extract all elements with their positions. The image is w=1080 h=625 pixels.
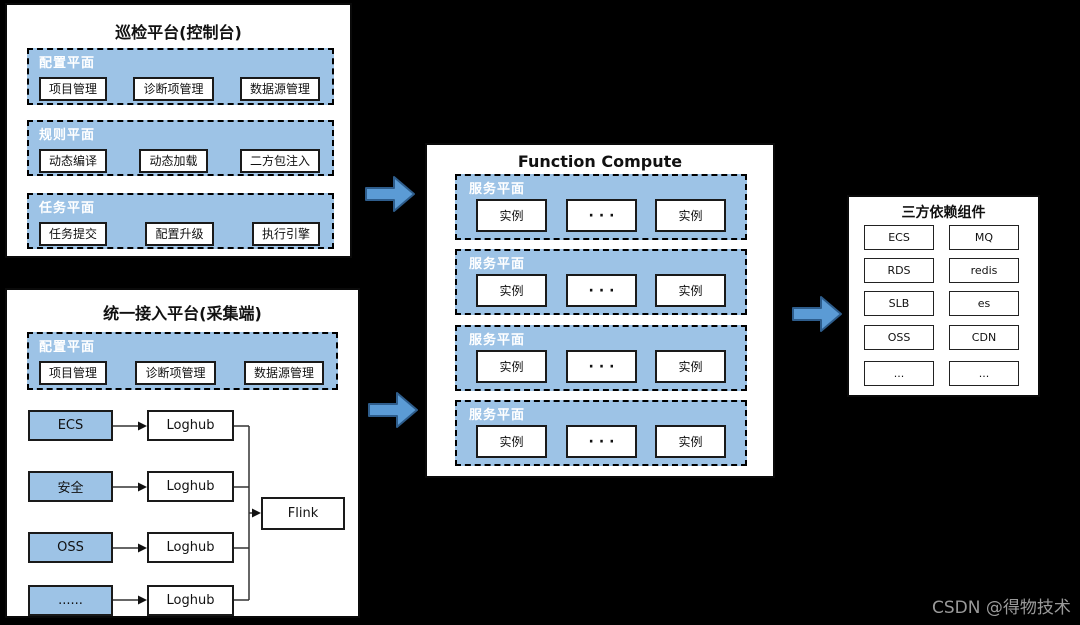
- module-box: 动态编译: [39, 149, 108, 173]
- service-plane: 服务平面 实例 ··· 实例: [455, 174, 747, 240]
- flow-arrow-icon: [365, 176, 415, 212]
- loghub-box: Loghub: [147, 410, 234, 441]
- module-box: 任务提交: [39, 222, 108, 246]
- component-box: OSS: [864, 325, 934, 350]
- task-plane: 任务平面 任务提交 配置升级 执行引擎: [27, 193, 334, 249]
- ellipsis-box: ···: [566, 199, 637, 232]
- flow-arrow-icon: [792, 296, 842, 332]
- module-box: 配置升级: [145, 222, 214, 246]
- instance-box: 实例: [655, 199, 726, 232]
- instance-box: 实例: [655, 425, 726, 458]
- module-box: 二方包注入: [239, 149, 320, 173]
- config-plane: 配置平面 项目管理 诊断项管理 数据源管理: [27, 332, 338, 390]
- plane-boxes: 任务提交 配置升级 执行引擎: [39, 222, 320, 246]
- plane-label: 规则平面: [39, 128, 96, 143]
- inspection-platform-title: 巡检平台(控制台): [115, 23, 242, 42]
- component-box: ...: [864, 361, 934, 386]
- rule-plane: 规则平面 动态编译 动态加载 二方包注入: [27, 120, 334, 176]
- component-box: redis: [949, 258, 1019, 283]
- module-box: 诊断项管理: [135, 361, 216, 385]
- module-box: 动态加载: [139, 149, 208, 173]
- flink-box: Flink: [261, 497, 345, 530]
- service-plane: 服务平面 实例 ··· 实例: [455, 249, 747, 315]
- inspection-platform-panel: 巡检平台(控制台) 配置平面 项目管理 诊断项管理 数据源管理 规则平面 动态编…: [5, 3, 352, 258]
- component-box: ...: [949, 361, 1019, 386]
- instance-box: 实例: [476, 274, 547, 307]
- plane-label: 任务平面: [39, 201, 96, 216]
- watermark: CSDN @得物技术: [932, 598, 1071, 618]
- instance-box: 实例: [476, 425, 547, 458]
- loghub-box: Loghub: [147, 532, 234, 563]
- plane-boxes: 项目管理 诊断项管理 数据源管理: [39, 77, 320, 101]
- module-box: 诊断项管理: [133, 77, 214, 101]
- component-box: RDS: [864, 258, 934, 283]
- plane-label: 配置平面: [39, 340, 96, 355]
- plane-boxes: 项目管理 诊断项管理 数据源管理: [39, 361, 324, 385]
- source-box: 安全: [28, 471, 113, 502]
- access-platform-panel: 统一接入平台(采集端) 配置平面 项目管理 诊断项管理 数据源管理: [5, 288, 360, 618]
- instance-box: 实例: [476, 199, 547, 232]
- plane-boxes: 动态编译 动态加载 二方包注入: [39, 149, 320, 173]
- loghub-box: Loghub: [147, 585, 234, 616]
- ellipsis-box: ···: [566, 350, 637, 383]
- plane-label: 服务平面: [469, 408, 526, 423]
- ellipsis-box: ···: [566, 425, 637, 458]
- ellipsis-box: ···: [566, 274, 637, 307]
- config-plane: 配置平面 项目管理 诊断项管理 数据源管理: [27, 48, 334, 105]
- component-box: CDN: [949, 325, 1019, 350]
- function-compute-title: Function Compute: [517, 152, 683, 171]
- component-box: SLB: [864, 291, 934, 316]
- component-box: ECS: [864, 225, 934, 250]
- module-box: 数据源管理: [243, 361, 324, 385]
- module-box: 执行引擎: [251, 222, 320, 246]
- module-box: 数据源管理: [239, 77, 320, 101]
- flow-arrow-icon: [368, 392, 418, 428]
- service-plane: 服务平面 实例 ··· 实例: [455, 400, 747, 466]
- arrowhead-icon: [138, 421, 261, 605]
- connector-lines: [113, 421, 261, 605]
- function-compute-panel: Function Compute 服务平面 实例 ··· 实例 服务平面 实例 …: [425, 143, 775, 478]
- instance-box: 实例: [476, 350, 547, 383]
- module-box: 项目管理: [39, 361, 108, 385]
- instance-box: 实例: [655, 274, 726, 307]
- plane-label: 服务平面: [469, 182, 526, 197]
- loghub-box: Loghub: [147, 471, 234, 502]
- plane-label: 配置平面: [39, 56, 96, 71]
- plane-label: 服务平面: [469, 333, 526, 348]
- source-box: OSS: [28, 532, 113, 563]
- source-box: ECS: [28, 410, 113, 441]
- service-plane: 服务平面 实例 ··· 实例: [455, 325, 747, 391]
- component-box: MQ: [949, 225, 1019, 250]
- instance-box: 实例: [655, 350, 726, 383]
- module-box: 项目管理: [39, 77, 108, 101]
- component-box: es: [949, 291, 1019, 316]
- third-party-title: 三方依赖组件: [901, 205, 986, 221]
- third-party-panel: 三方依赖组件 ECS MQ RDS redis SLB es OSS CDN .…: [847, 195, 1040, 397]
- access-platform-title: 统一接入平台(采集端): [103, 304, 262, 323]
- plane-label: 服务平面: [469, 257, 526, 272]
- source-box: ......: [28, 585, 113, 616]
